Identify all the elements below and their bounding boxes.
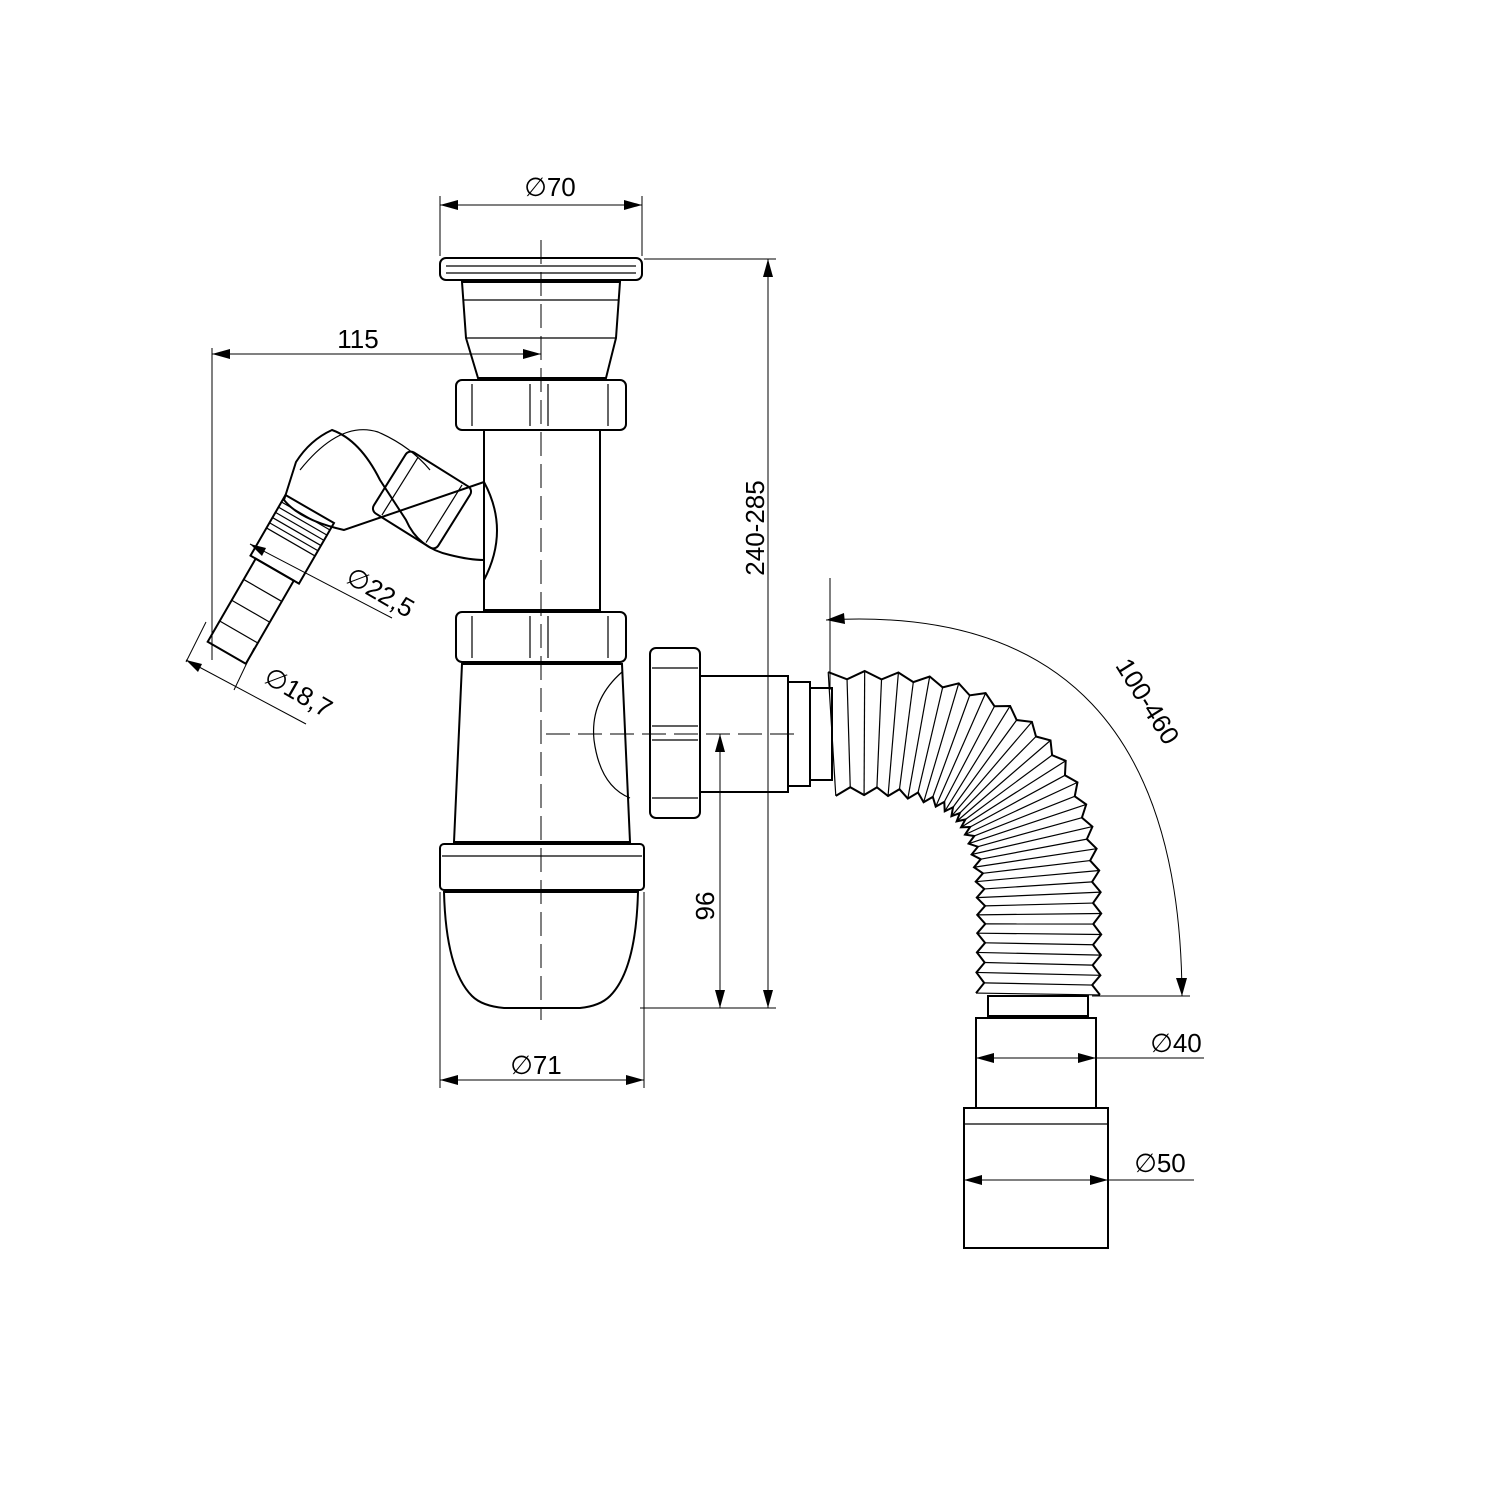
label-height-range: 240-285 bbox=[740, 480, 770, 575]
label-top-diameter: ∅70 bbox=[524, 172, 576, 202]
flex-hose-edge-inner bbox=[827, 669, 1103, 996]
label-flex-length: 100-460 bbox=[1110, 653, 1186, 750]
flex-hose-rib bbox=[923, 683, 960, 803]
label-hose-diameter-18: ∅18,7 bbox=[259, 661, 337, 724]
flex-hose-rib bbox=[950, 721, 1033, 817]
outlet-50-sleeve bbox=[963, 1107, 1109, 1249]
flex-hose-rib bbox=[985, 902, 1094, 907]
branch-elbow bbox=[282, 428, 498, 581]
flex-hose-rib bbox=[887, 672, 900, 797]
flex-hose-rib bbox=[968, 803, 1087, 845]
flex-hose-rib bbox=[984, 881, 1093, 890]
outlet-nut bbox=[649, 647, 701, 819]
flex-hose-rib bbox=[984, 982, 1093, 986]
bowl-ring bbox=[439, 843, 645, 891]
flex-hose-rib bbox=[944, 705, 1011, 812]
flex-hose-edge-outer bbox=[835, 786, 987, 994]
branch-nut bbox=[371, 450, 473, 550]
flex-hose-rib bbox=[977, 817, 1083, 848]
side-branch bbox=[206, 428, 498, 666]
flex-hose-rib bbox=[969, 774, 1066, 828]
flex-hose-rib bbox=[917, 687, 944, 793]
flex-hose-rib bbox=[964, 754, 1053, 820]
hose-connector bbox=[206, 493, 336, 666]
flex-hose-rib bbox=[976, 951, 1101, 956]
flex-hose bbox=[827, 669, 1103, 996]
flex-hose-rib bbox=[975, 869, 1100, 883]
flex-hose-rib bbox=[982, 859, 1091, 874]
bottom-outlet bbox=[963, 995, 1109, 1249]
outlet-assembly bbox=[649, 647, 833, 819]
dimension-lines bbox=[185, 196, 1204, 1185]
flex-hose-rib bbox=[971, 826, 1093, 856]
upper-sleeve bbox=[460, 281, 622, 379]
flex-hose-rib bbox=[974, 795, 1075, 837]
flex-hose-rib bbox=[959, 736, 1037, 814]
flex-hose-rib bbox=[985, 942, 1094, 946]
outlet-ring bbox=[987, 995, 1089, 1017]
flex-hose-rib bbox=[976, 971, 1101, 976]
flex-hose-rib bbox=[827, 672, 837, 796]
flex-hose-rib bbox=[898, 682, 914, 790]
flex-hose-rib bbox=[984, 961, 1093, 966]
center-lines bbox=[540, 240, 800, 1020]
bowl-cup bbox=[442, 891, 640, 1009]
label-bottom-diameter: ∅71 bbox=[510, 1050, 562, 1080]
bottle-trap bbox=[439, 257, 645, 1009]
flex-hose-rib bbox=[952, 719, 1018, 808]
flex-hose-rib bbox=[876, 679, 883, 788]
label-outlet-diameter-50: ∅50 bbox=[1134, 1148, 1186, 1178]
flex-hose-rib bbox=[932, 695, 971, 798]
label-hose-diameter-22: ∅22,5 bbox=[341, 561, 419, 624]
flex-hose-rib bbox=[960, 760, 1067, 828]
label-outlet-diameter-40: ∅40 bbox=[1150, 1028, 1202, 1058]
bowl-body bbox=[452, 663, 632, 843]
vertical-tube bbox=[483, 429, 601, 611]
flex-hose-rib bbox=[964, 781, 1078, 836]
label-offset-115: 115 bbox=[337, 324, 378, 354]
flex-hose-rib bbox=[973, 848, 1097, 868]
flex-hose-rib bbox=[943, 705, 995, 803]
flex-hose-rib bbox=[977, 912, 1102, 916]
flex-hose-rib bbox=[935, 692, 987, 807]
flex-hose-rib bbox=[980, 838, 1087, 860]
flex-cuff bbox=[809, 687, 833, 781]
flex-hose-rib bbox=[975, 992, 1101, 996]
flex-hose-rib bbox=[846, 679, 851, 788]
flex-hose-rib bbox=[977, 932, 1102, 936]
flex-hose-rib bbox=[907, 676, 931, 799]
label-height-96: 96 bbox=[690, 892, 720, 921]
flex-hose-rib bbox=[976, 891, 1101, 899]
flex-hose-rib bbox=[863, 671, 866, 796]
flex-hose-rib bbox=[956, 739, 1051, 822]
